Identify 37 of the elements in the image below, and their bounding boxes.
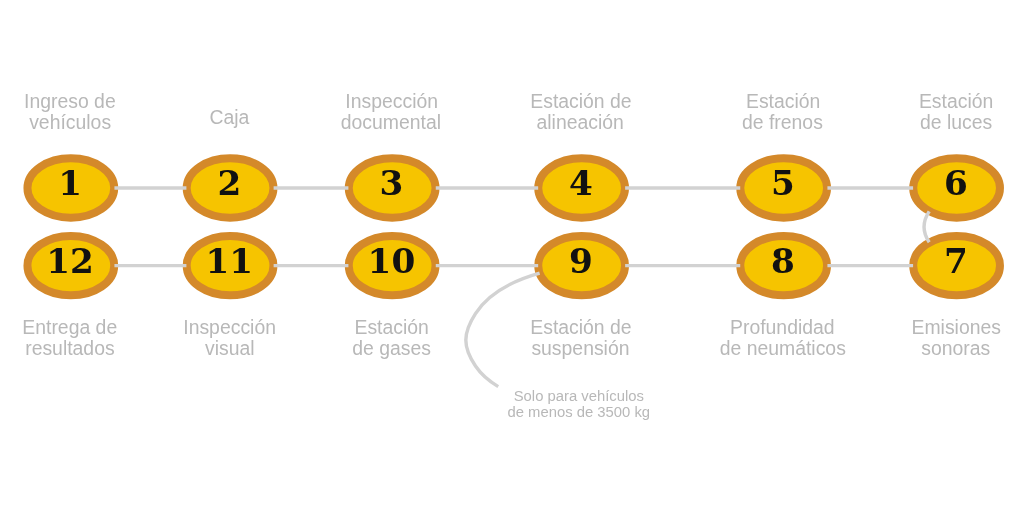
node-ellipse: 3 bbox=[344, 154, 440, 222]
node-label: Estación de alineación bbox=[530, 89, 632, 134]
node-label: Entrega de resultados bbox=[22, 315, 118, 360]
node-ellipse: 12 bbox=[23, 231, 119, 300]
node-label: Caja bbox=[209, 106, 250, 129]
connector bbox=[273, 186, 349, 190]
node-label: Estación de frenos bbox=[742, 89, 823, 134]
node-ellipse: 2 bbox=[182, 154, 278, 222]
connector bbox=[114, 263, 187, 268]
connector bbox=[827, 263, 914, 268]
connector bbox=[114, 186, 187, 190]
node-label: Inspección visual bbox=[183, 315, 276, 360]
node-ellipse: 5 bbox=[736, 154, 832, 222]
node-ellipse: 6 bbox=[909, 154, 1004, 222]
connector bbox=[625, 186, 741, 190]
node-label: Inspección documental bbox=[340, 89, 442, 134]
node-label: Ingreso de vehículos bbox=[24, 89, 116, 134]
node-label: Estación de suspensión bbox=[530, 315, 632, 360]
node-ellipse: 8 bbox=[736, 231, 832, 300]
node-ellipse: 1 bbox=[23, 154, 119, 222]
connector bbox=[273, 263, 349, 268]
node-label: Estación de luces bbox=[918, 89, 994, 134]
node-label: Estación de gases bbox=[352, 315, 431, 360]
node-ellipse: 7 bbox=[909, 231, 1004, 300]
node-label: Emisiones sonoras bbox=[911, 315, 1001, 360]
node-ellipse: 10 bbox=[344, 231, 440, 300]
node-ellipse: 4 bbox=[534, 154, 629, 222]
connector bbox=[464, 271, 541, 389]
connector bbox=[625, 263, 741, 268]
connector bbox=[922, 210, 931, 244]
node-ellipse: 11 bbox=[182, 231, 278, 300]
connector bbox=[827, 186, 914, 190]
node-ellipse: 9 bbox=[534, 231, 629, 300]
connector bbox=[435, 186, 539, 190]
connector bbox=[435, 263, 539, 268]
node-label: Profundidad de neumáticos bbox=[719, 315, 846, 360]
node-text: Solo para vehículos de menos de 3500 kg bbox=[507, 387, 651, 420]
